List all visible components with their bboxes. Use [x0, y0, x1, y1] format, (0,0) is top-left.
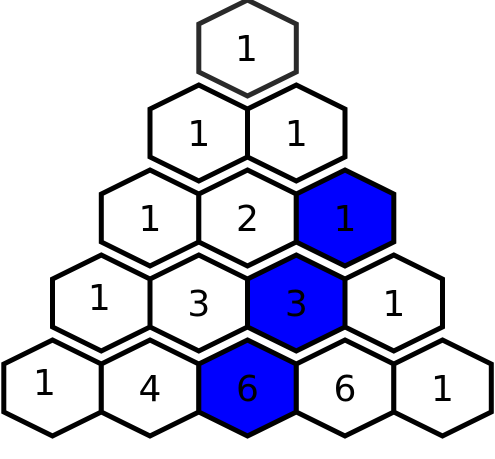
cell-number: 6: [236, 369, 259, 410]
hex-cell-r4-c1: 4: [98, 337, 202, 439]
cell-number: 1: [382, 284, 405, 325]
hex-cell-r1-c1: 1: [245, 82, 348, 184]
hex-cell-r3-c3: 1: [342, 252, 445, 354]
hexagon: [196, 0, 299, 99]
cell-number: 6: [334, 369, 357, 410]
hexagon: [391, 337, 494, 439]
hex-cell-r1-c0: 1: [147, 82, 250, 184]
cell-number: 1: [334, 199, 357, 240]
cell-number: 1: [431, 369, 454, 410]
cell-number: 2: [236, 199, 259, 240]
cell-number: 3: [187, 284, 210, 325]
cell-number: 4: [139, 369, 162, 410]
hex-cell-r2-c2: 1: [293, 167, 397, 269]
hexagon-highlighted: [293, 167, 397, 269]
hex-cell-r4-c3: 6: [293, 337, 397, 439]
cell-number: 1: [88, 278, 111, 319]
hex-cell-r2-c0: 1: [98, 167, 202, 269]
hexagon: [342, 252, 445, 354]
cell-number: 1: [139, 199, 162, 240]
cell-number: 1: [285, 114, 308, 155]
hex-cell-r2-c1: 2: [196, 167, 299, 269]
hex-cell-r4-c0: 1: [1, 337, 104, 439]
hex-cell-r4-c4: 1: [391, 337, 494, 439]
cell-number: 3: [285, 284, 308, 325]
cell-number: 1: [187, 114, 210, 155]
hex-cell-r0-c0: 1: [196, 0, 299, 99]
hex-cell-r4-c2: 6: [196, 337, 299, 439]
cell-number: 1: [33, 363, 56, 404]
hexagon: [245, 82, 348, 184]
hex-cell-r3-c0: 1: [50, 252, 153, 354]
hex-cell-r3-c2: 3: [245, 252, 348, 354]
hex-cell-r3-c1: 3: [147, 252, 250, 354]
cell-number: 1: [235, 29, 258, 70]
